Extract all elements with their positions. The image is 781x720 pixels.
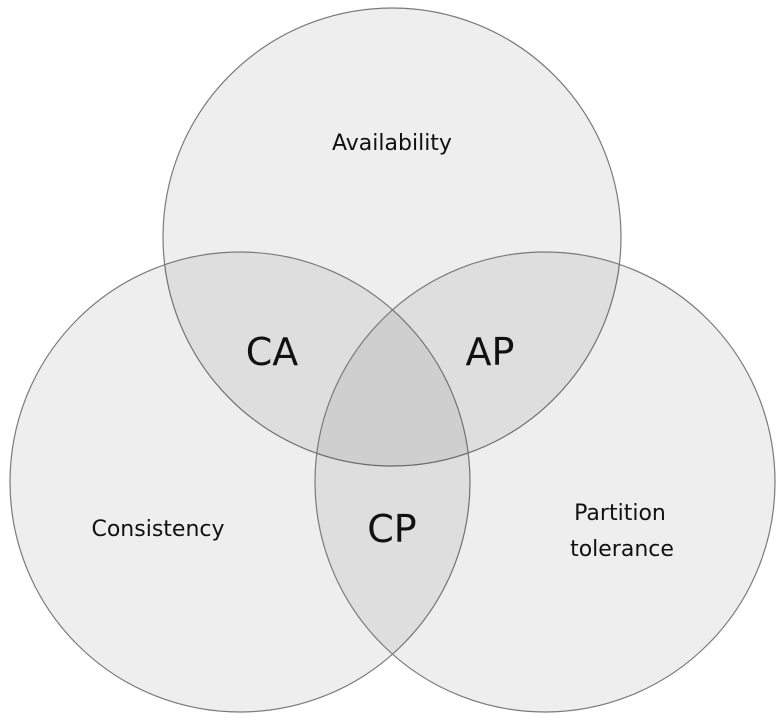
consistency-circle: [9, 251, 471, 713]
partition-label-line2: tolerance: [570, 537, 674, 562]
partition-tolerance-circle: [314, 251, 776, 713]
consistency-label: Consistency: [91, 517, 224, 542]
ca-label: CA: [246, 330, 299, 374]
ap-label: AP: [466, 330, 515, 374]
cp-label: CP: [367, 507, 416, 551]
partition-label-line1: Partition: [574, 501, 666, 526]
availability-label: Availability: [332, 131, 452, 156]
availability-circle: [162, 7, 622, 467]
